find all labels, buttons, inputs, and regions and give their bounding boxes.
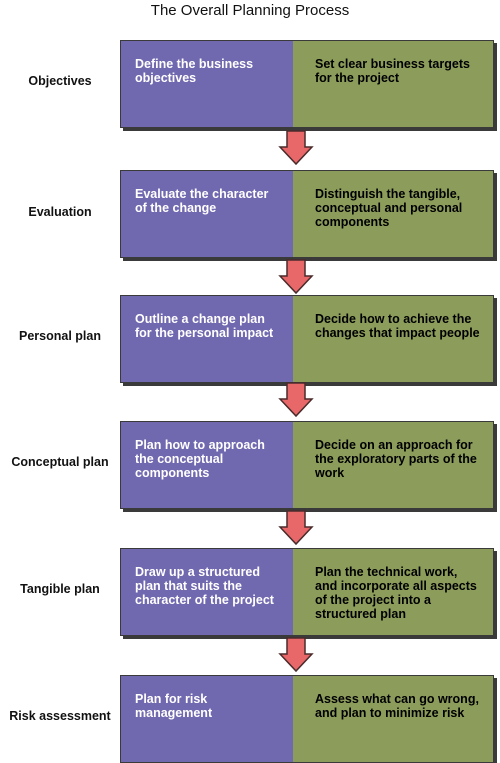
down-arrow-icon [278,382,314,418]
stage-detail: Assess what can go wrong, and plan to mi… [293,676,493,762]
stage-detail: Decide how to achieve the changes that i… [293,296,493,382]
stage-detail: Distinguish the tangible, conceptual and… [293,171,493,257]
diagram-title: The Overall Planning Process [150,2,350,19]
down-arrow-icon [278,510,314,546]
stage-detail: Decide on an approach for the explorator… [293,422,493,508]
stage-box-risk-assessment: Plan for risk management Assess what can… [120,675,494,763]
stage-action: Draw up a structured plan that suits the… [121,549,293,635]
stage-box-personal-plan: Outline a change plan for the personal i… [120,295,494,383]
stage-box-objectives: Define the business objectives Set clear… [120,40,494,128]
stage-box-evaluation: Evaluate the character of the change Dis… [120,170,494,258]
stage-label-objectives: Objectives [28,74,92,88]
down-arrow-icon [278,130,314,166]
stage-action: Define the business objectives [121,41,293,127]
stage-action: Plan how to approach the conceptual comp… [121,422,293,508]
down-arrow-icon [278,259,314,295]
stage-label-tangible-plan: Tangible plan [20,582,100,596]
stage-label-conceptual-plan: Conceptual plan [11,455,109,469]
stage-action: Plan for risk management [121,676,293,762]
stage-box-conceptual-plan: Plan how to approach the conceptual comp… [120,421,494,509]
stage-detail: Set clear business targets for the proje… [293,41,493,127]
stage-label-personal-plan: Personal plan [19,329,101,343]
stage-detail: Plan the technical work, and incorporate… [293,549,493,635]
stage-action: Evaluate the character of the change [121,171,293,257]
down-arrow-icon [278,637,314,673]
stage-label-risk-assessment: Risk assessment [9,709,111,723]
stage-box-tangible-plan: Draw up a structured plan that suits the… [120,548,494,636]
stage-action: Outline a change plan for the personal i… [121,296,293,382]
stage-label-evaluation: Evaluation [28,205,92,219]
